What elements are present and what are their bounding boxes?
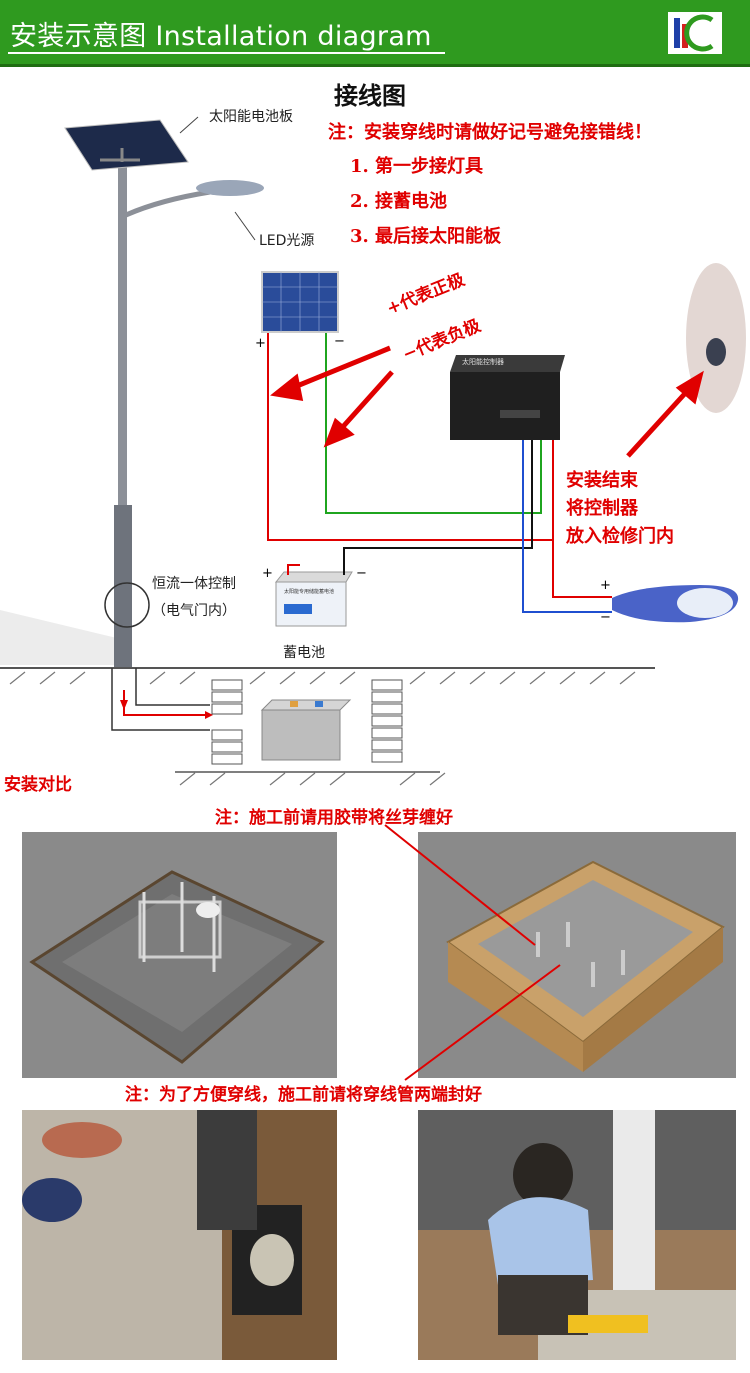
solar-panel-label: 太阳能电池板 — [209, 109, 293, 125]
company-logo-icon — [668, 12, 722, 54]
wiring-photo-ground — [22, 1110, 337, 1360]
battery-box — [274, 571, 353, 627]
panel-minus-sign: − — [334, 334, 345, 349]
finish-note-line2: 将控制器 — [566, 498, 638, 519]
panel-plus-sign: + — [255, 336, 266, 351]
wiring-step-3: 3. 最后接太阳能板 — [350, 226, 502, 247]
led-source-label: LED光源 — [259, 233, 315, 249]
small-solar-panel — [261, 271, 339, 333]
header-bar — [0, 0, 750, 67]
lamp-plus-sign: + — [600, 578, 611, 593]
wiring-step-2: 2. 接蓄电池 — [350, 191, 448, 212]
battery-face-text: 太阳能专用储能蓄电池 — [284, 589, 335, 595]
foundation-photo-after — [418, 832, 736, 1078]
comparison-note-2: 注：为了方便穿线，施工前请将穿线管两端封好 — [125, 1085, 482, 1105]
controller-in-pole-label: 恒流一体控制 — [152, 576, 236, 592]
wiring-photo-pole — [418, 1110, 736, 1360]
underground-battery — [260, 699, 352, 761]
pole-solar-panel — [64, 119, 189, 171]
charge-controller — [450, 355, 565, 440]
battery-label: 蓄电池 — [283, 645, 325, 661]
controller-face-text: 太阳能控制器 — [462, 358, 504, 366]
finish-note-line1: 安装结束 — [566, 470, 638, 491]
title-underline — [8, 52, 445, 54]
finish-note-line3: 放入检修门内 — [566, 526, 674, 547]
comparison-title: 安装对比 — [4, 775, 72, 795]
wiring-note: 注：安装穿线时请做好记号避免接错线！ — [328, 122, 652, 143]
led-lamp — [612, 585, 739, 623]
foundation-photo-before — [22, 832, 337, 1078]
battery-minus-sign: − — [356, 566, 367, 581]
pole-lamp-head — [196, 180, 264, 196]
pole — [118, 160, 127, 520]
comparison-note-1: 注：施工前请用胶带将丝芽缠好 — [215, 808, 453, 828]
page-title: 安装示意图 Installation diagram — [10, 21, 432, 52]
lamp-minus-sign: − — [600, 610, 611, 625]
wiring-diagram — [0, 116, 746, 786]
wiring-title: 接线图 — [334, 81, 406, 110]
controller-location-label: （电气门内） — [152, 603, 236, 619]
battery-plus-sign: + — [262, 566, 273, 581]
wiring-step-1: 1. 第一步接灯具 — [350, 156, 484, 177]
photo-pointer-lines — [384, 824, 561, 1081]
